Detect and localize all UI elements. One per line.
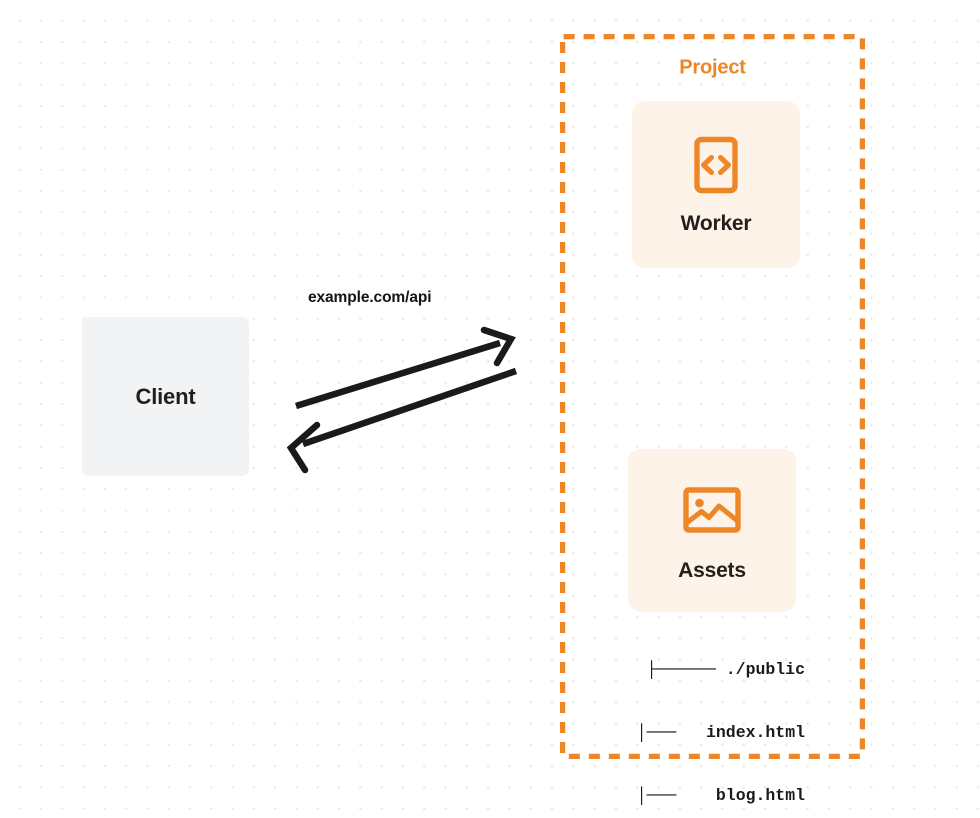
image-picture-icon xyxy=(681,479,743,541)
project-title: Project xyxy=(670,56,755,80)
service-card-assets-label: Assets xyxy=(678,558,746,582)
service-card-assets[interactable]: Assets xyxy=(628,449,796,612)
file-tree-row: │─── blog.html xyxy=(636,786,805,805)
service-card-worker[interactable]: Worker xyxy=(632,101,800,268)
service-card-worker-label: Worker xyxy=(680,211,752,235)
file-tree-row: │─── index.html xyxy=(636,723,805,742)
code-brackets-icon xyxy=(685,134,747,196)
assets-file-tree: ├────── ./public │─── index.html │─── bl… xyxy=(560,617,805,818)
client-node[interactable]: Client xyxy=(82,317,249,476)
response-arrow xyxy=(286,367,518,474)
request-arrow xyxy=(295,326,516,410)
project-container: Project xyxy=(560,34,865,759)
connection-url-label: example.com/api xyxy=(308,289,432,306)
client-node-label: Client xyxy=(135,383,196,409)
project-dashed-border xyxy=(560,34,865,759)
file-tree-row: ├────── ./public xyxy=(646,660,805,679)
